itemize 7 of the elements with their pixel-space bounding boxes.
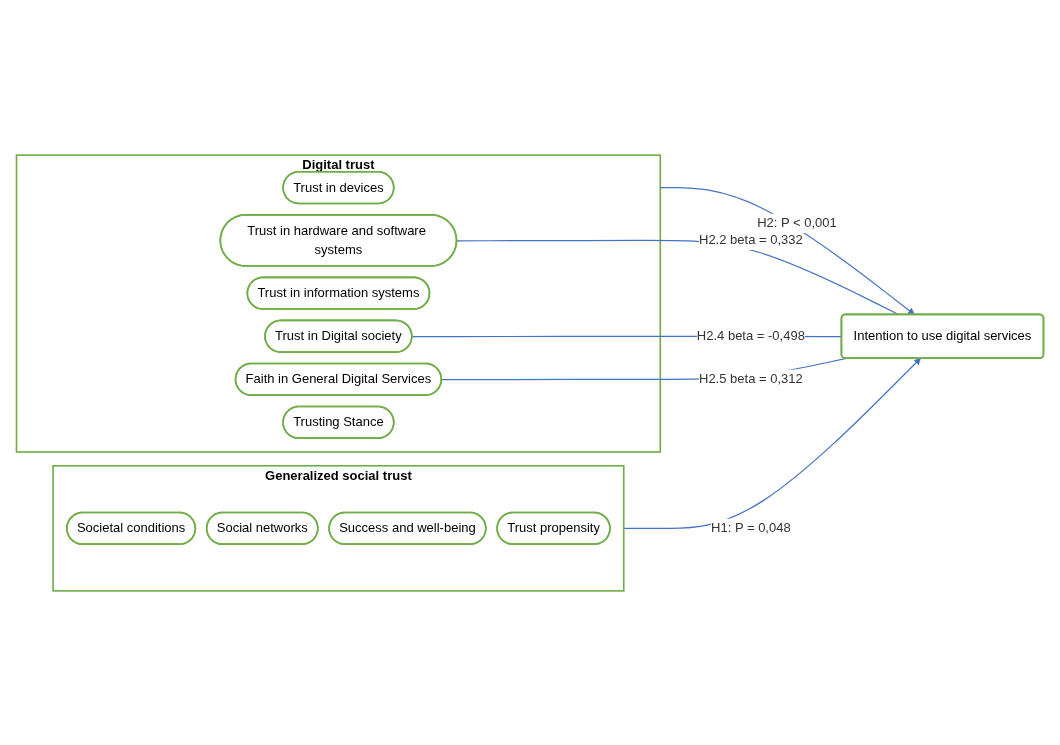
- edge-label: H2.2 beta = 0,332: [699, 232, 803, 247]
- edge-label: H2.5 beta = 0,312: [699, 371, 803, 386]
- arrow: [623, 357, 921, 529]
- arrow: [659, 186, 915, 315]
- edge-label: H1: P = 0,048: [711, 520, 791, 535]
- edge-label: H2: P < 0,001: [757, 215, 837, 230]
- edge-label: H2.4 beta = -0,498: [696, 328, 805, 343]
